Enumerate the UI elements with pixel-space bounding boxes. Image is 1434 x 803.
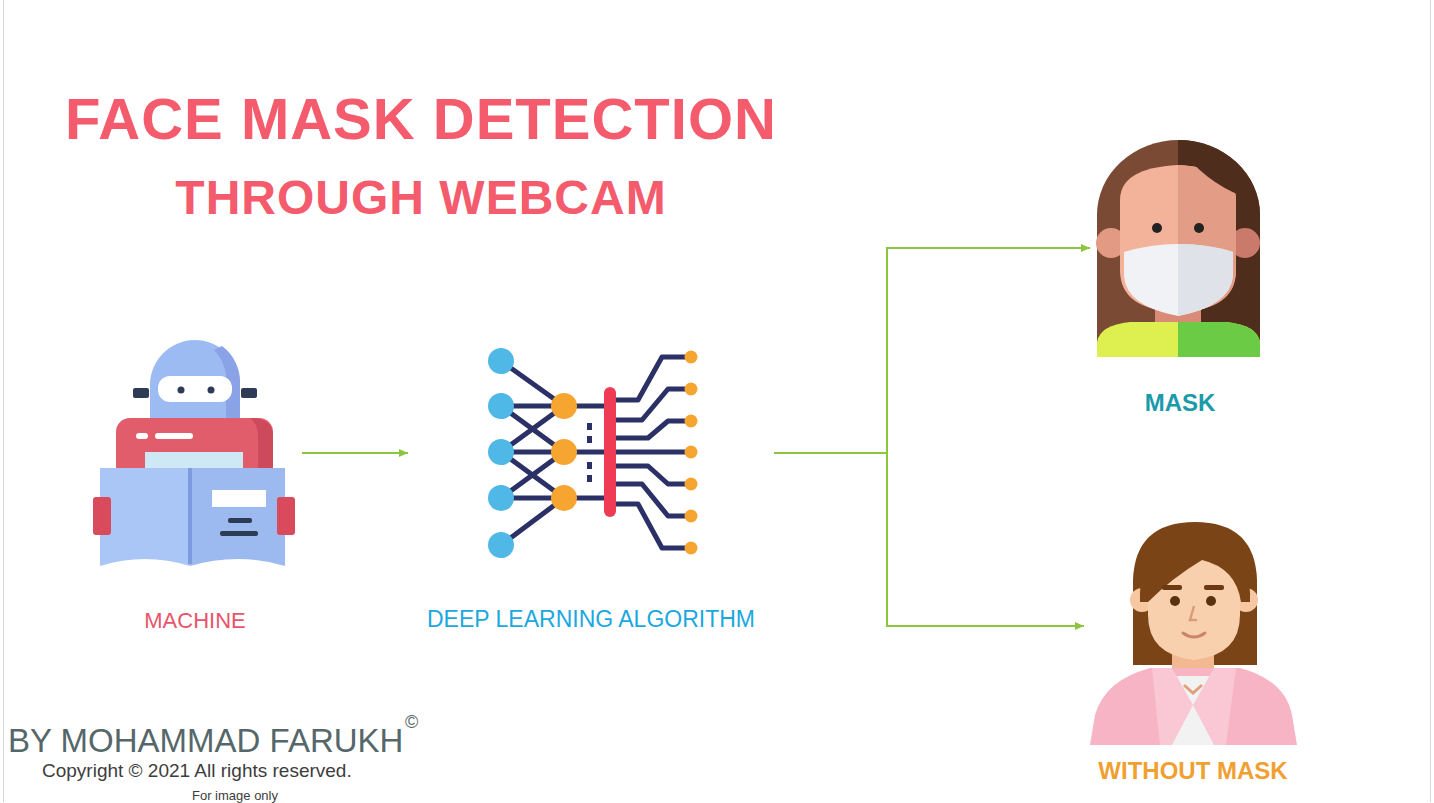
flow-line [774, 453, 1084, 626]
subtitle-text-holder: THROUGH WEBCAM [0, 170, 842, 225]
arrow-head [399, 449, 408, 457]
author-text: BY MOHAMMAD FARUKH [8, 722, 403, 759]
neural-network-illustration [501, 357, 691, 548]
copyright-symbol: © [405, 712, 418, 732]
subtitle-text: THROUGH WEBCAM [175, 171, 666, 224]
node-label: WITHOUT MASK [1098, 757, 1287, 786]
title-text-holder: FACE MASK DETECTION [0, 86, 842, 153]
icon-node: MASK [1090, 136, 1270, 422]
flow-arrow [302, 449, 408, 457]
woman-without-mask-illustration [1090, 522, 1297, 745]
robot-illustration [93, 340, 295, 566]
image-note-holder: For image only [135, 786, 335, 803]
neural-network-nodes [488, 348, 698, 558]
copyright-note-holder: Copyright © 2021 All rights reserved. [42, 760, 352, 782]
arrow-head [1081, 244, 1090, 252]
copyright-note: Copyright © 2021 All rights reserved. [42, 760, 352, 781]
node-label: DEEP LEARNING ALGORITHM [427, 606, 755, 634]
flow-line [302, 452, 408, 454]
node-label: MASK [1145, 389, 1216, 418]
flow-line [774, 248, 1090, 453]
icon-node: DEEP LEARNING ALGORITHM [408, 342, 774, 638]
node-label: MACHINE [144, 608, 245, 634]
arrow-head [1075, 622, 1084, 630]
icon-node: WITHOUT MASK [1084, 516, 1302, 792]
author-text-holder: BY MOHAMMAD FARUKH [8, 722, 403, 760]
title-text: FACE MASK DETECTION [65, 86, 777, 151]
flow-arrow [774, 453, 1084, 630]
image-note: For image only [192, 788, 278, 803]
copyright-symbol-holder: © [405, 712, 418, 733]
woman-with-mask-illustration [1096, 140, 1260, 357]
flow-arrow [774, 244, 1090, 453]
icon-node: MACHINE [88, 336, 302, 638]
